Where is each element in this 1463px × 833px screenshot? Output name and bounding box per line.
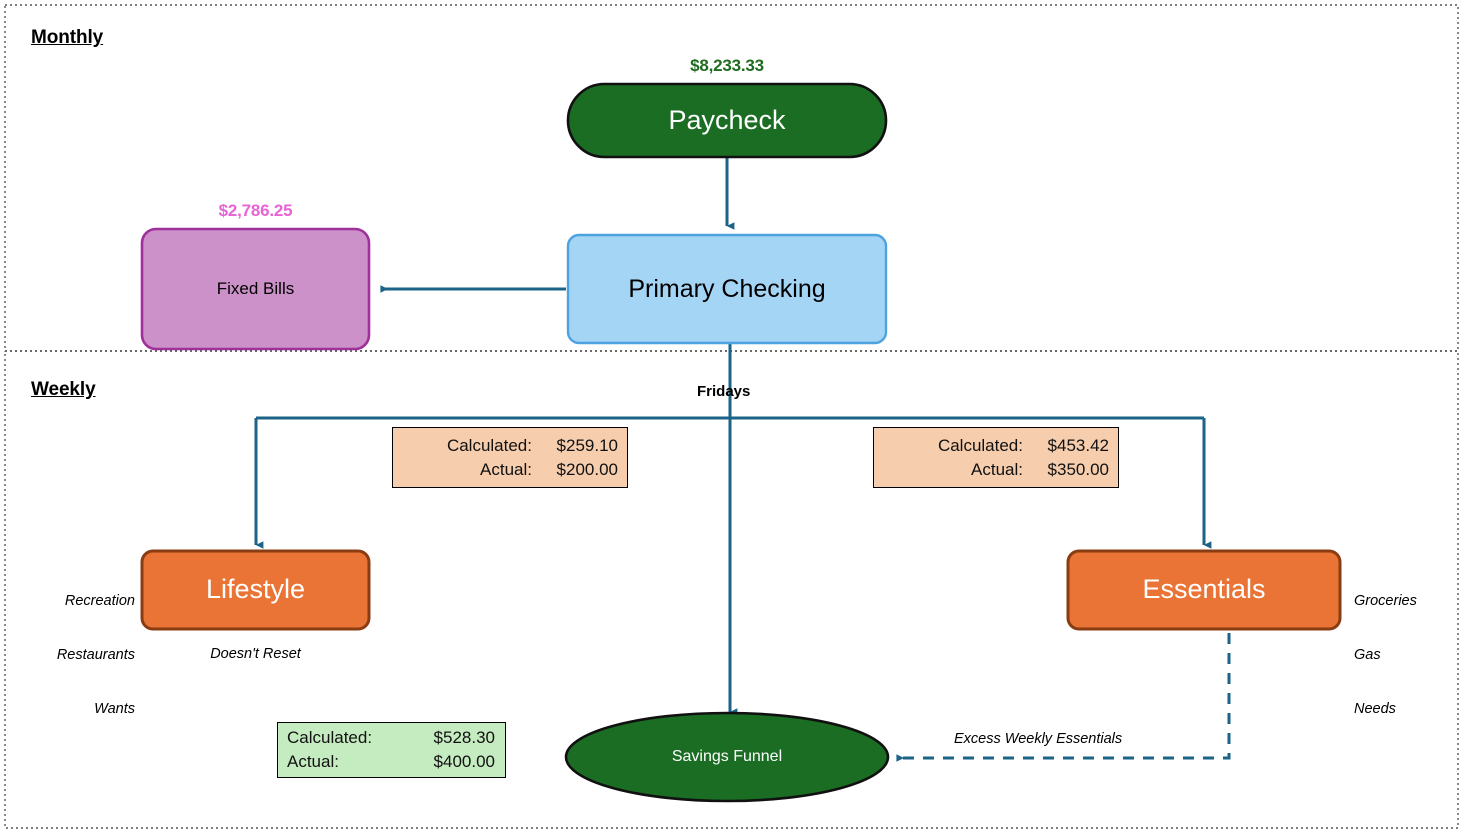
essentials-side-note-1: Groceries bbox=[1354, 593, 1417, 609]
lifestyle-side-note-1: Recreation bbox=[64, 593, 135, 609]
lifestyle-side-note-2: Restaurants bbox=[56, 647, 135, 663]
value-amount: $259.10 bbox=[556, 435, 618, 455]
node-lifestyle bbox=[140, 549, 371, 631]
value-box-lifestyle: Calculated: $259.10 Actual: $200.00 bbox=[392, 427, 628, 488]
node-paycheck bbox=[566, 82, 888, 159]
value-row: Calculated: $259.10 bbox=[402, 434, 618, 458]
node-savings-funnel bbox=[564, 711, 890, 803]
value-amount: $350.00 bbox=[1047, 459, 1109, 479]
value-amount: $453.42 bbox=[1047, 435, 1109, 455]
value-box-essentials: Calculated: $453.42 Actual: $350.00 bbox=[873, 427, 1119, 488]
value-key: Actual: bbox=[971, 459, 1023, 479]
node-primary-checking bbox=[566, 233, 888, 345]
value-key: Calculated: bbox=[287, 728, 373, 747]
value-amount: $400.00 bbox=[433, 752, 495, 771]
lifestyle-side-notes: Recreation Restaurants Wants bbox=[30, 556, 135, 754]
value-row: Actual: $350.00 bbox=[883, 458, 1109, 482]
value-row: Actual: $200.00 bbox=[402, 458, 618, 482]
essentials-side-note-2: Gas bbox=[1354, 647, 1381, 663]
value-key: Actual: bbox=[480, 459, 532, 479]
value-key: Calculated: bbox=[446, 435, 532, 455]
value-row: Calculated: $528.30 bbox=[287, 726, 496, 750]
lifestyle-side-note-3: Wants bbox=[94, 701, 135, 717]
essentials-side-note-3: Needs bbox=[1354, 701, 1396, 717]
value-row: Actual: $400.00 bbox=[287, 750, 496, 774]
value-key: Calculated: bbox=[937, 435, 1023, 455]
value-row: Calculated: $453.42 bbox=[883, 434, 1109, 458]
value-amount: $528.30 bbox=[433, 728, 495, 747]
value-key: Actual: bbox=[287, 752, 339, 771]
value-box-savings: Calculated: $528.30 Actual: $400.00 bbox=[277, 722, 506, 778]
node-essentials bbox=[1066, 549, 1342, 631]
section-title-monthly: Monthly bbox=[31, 27, 104, 48]
essentials-side-notes: Groceries Gas Needs bbox=[1354, 556, 1463, 754]
section-title-weekly: Weekly bbox=[31, 379, 96, 400]
edge-label-fridays: Fridays bbox=[697, 383, 751, 400]
value-amount: $200.00 bbox=[556, 459, 618, 479]
edge-label-excess-weekly-essentials: Excess Weekly Essentials bbox=[954, 731, 1123, 747]
node-fixed-bills bbox=[140, 227, 371, 351]
edge-essentials-excess-to-savings bbox=[896, 633, 1231, 762]
